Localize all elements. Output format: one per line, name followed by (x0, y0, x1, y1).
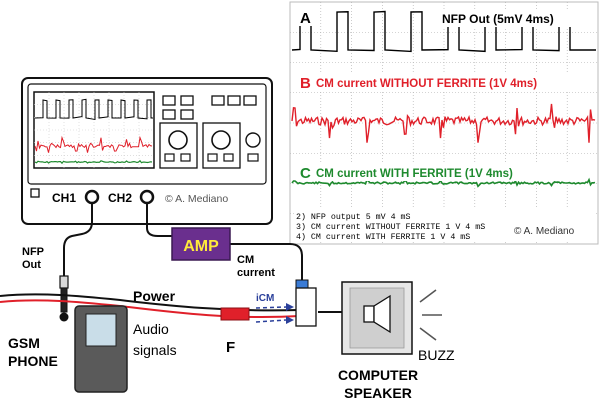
gsm-phone-label-line2: PHONE (8, 353, 58, 369)
mini-trace-a (34, 98, 153, 121)
readout-line-2: 3) CM current WITHOUT FERRITE 1 V 4 mS (296, 222, 485, 232)
ch2-label: CH2 (108, 191, 132, 205)
mini-trace-c (34, 159, 153, 165)
trace-b-title: CM current WITHOUT FERRITE (1V 4ms) (316, 78, 537, 90)
computer-speaker-label-line1: COMPUTER (338, 367, 418, 383)
mini-trace-b (34, 135, 153, 153)
amp-to-clamp-cable (230, 243, 303, 282)
knob-buttons[interactable] (164, 153, 234, 162)
ch1-connector[interactable] (84, 189, 100, 205)
current-clamp (295, 279, 317, 327)
trace-b-letter: B (300, 75, 311, 92)
oscilloscope-copyright: © A. Mediano (165, 193, 228, 205)
panel-buttons[interactable] (162, 95, 257, 120)
oscilloscope: CH1 CH2 © A. Mediano (21, 77, 273, 225)
power-label: Power (133, 288, 176, 304)
computer-speaker (341, 281, 413, 355)
ch1-label: CH1 (52, 191, 76, 205)
ferrite-label: F (226, 339, 235, 356)
power-switch[interactable] (30, 188, 40, 198)
trace-a-waveform (291, 10, 596, 53)
trace-b-waveform (291, 103, 596, 143)
icm-arrows (255, 303, 294, 324)
ch2-connector[interactable] (139, 189, 155, 205)
cm-current-label-line1: CM (237, 254, 254, 266)
sound-lines (419, 289, 442, 341)
ferrite-bead (220, 307, 250, 321)
readout-line-3: 4) CM current WITH FERRITE 1 V 4 mS (296, 232, 470, 242)
amplifier: AMP (171, 227, 231, 261)
trace-c-waveform (291, 177, 596, 188)
ch1-probe-cable (63, 203, 93, 276)
speaker-icon (363, 294, 391, 334)
ch2-probe-cable (146, 203, 172, 237)
cm-current-label-line2: current (237, 267, 275, 279)
buzz-label: BUZZ (418, 347, 455, 363)
trace-a-title: NFP Out (5mV 4ms) (442, 12, 554, 26)
near-field-probe (59, 275, 69, 322)
scope-screenshot: A NFP Out (5mV 4ms) B CM current WITHOUT… (289, 1, 599, 245)
amp-label: AMP (183, 238, 219, 255)
audio-label-line1: Audio (133, 321, 169, 337)
ch1-volts-knob[interactable] (168, 130, 188, 150)
trace-c-title: CM current WITH FERRITE (1V 4ms) (316, 168, 513, 180)
timebase-knob[interactable] (245, 132, 261, 148)
gsm-phone-label-line1: GSM (8, 335, 40, 351)
audio-label-line2: signals (133, 342, 177, 358)
nfp-out-label-line1: NFP (22, 246, 44, 258)
ch2-volts-knob[interactable] (211, 130, 231, 150)
trace-a-letter: A (300, 10, 311, 27)
phone-screen (85, 313, 117, 347)
nfp-out-label-line2: Out (22, 259, 41, 271)
screen-copyright: © A. Mediano (514, 226, 575, 237)
computer-speaker-label-line2: SPEAKER (344, 385, 412, 401)
gsm-phone (74, 305, 128, 393)
readout-line-1: 2) NFP output 5 mV 4 mS (296, 212, 411, 222)
trace-c-letter: C (300, 165, 311, 182)
icm-label: iCM (256, 293, 274, 304)
